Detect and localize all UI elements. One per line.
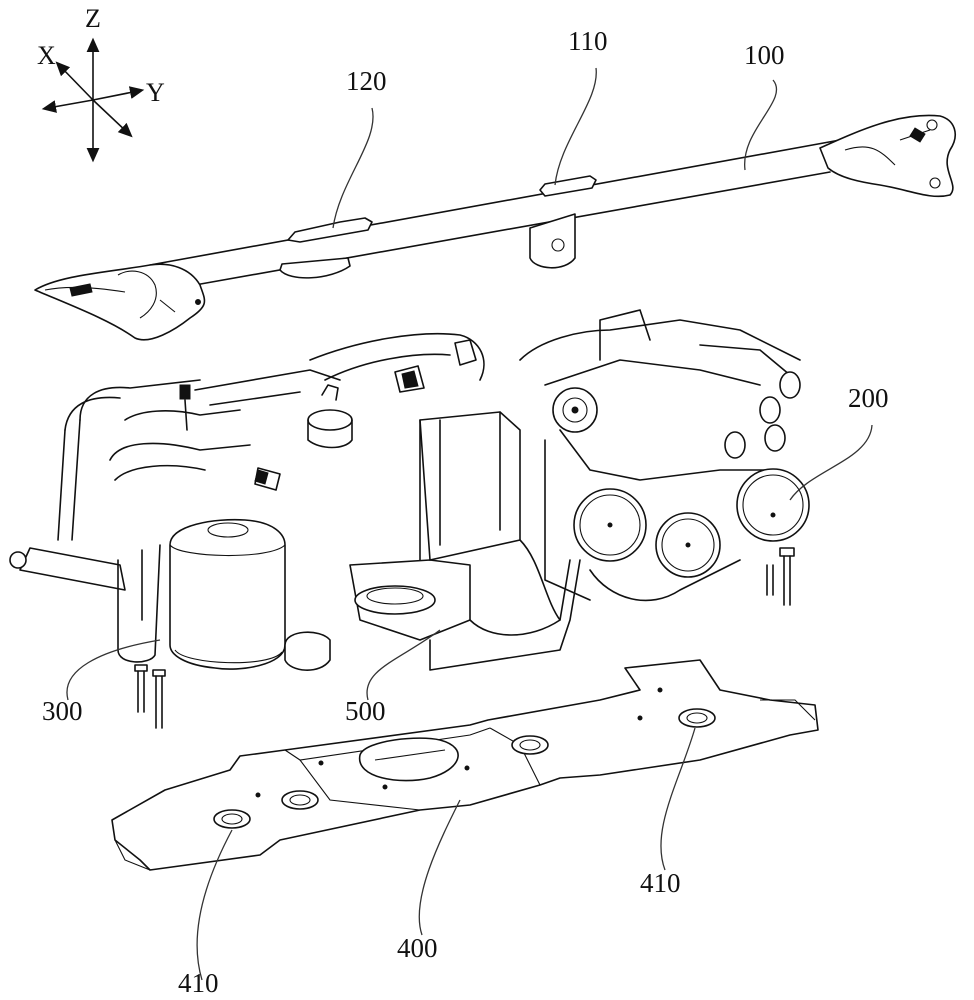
label-200: 200 xyxy=(848,383,889,413)
axis-z-label: Z xyxy=(85,4,101,33)
label-500: 500 xyxy=(345,696,386,726)
coordinate-axes-icon xyxy=(41,37,145,163)
label-120: 120 xyxy=(346,66,387,96)
label-410-left: 410 xyxy=(178,968,219,998)
lower-bracket xyxy=(111,659,819,871)
middle-assembly xyxy=(9,309,810,729)
label-110: 110 xyxy=(568,26,608,56)
label-100: 100 xyxy=(744,40,785,70)
label-300: 300 xyxy=(42,696,83,726)
axis-x-label: X xyxy=(37,41,56,70)
axis-y-label: Y xyxy=(146,78,165,107)
label-400: 400 xyxy=(397,933,438,963)
label-410-right: 410 xyxy=(640,868,681,898)
leader-lines xyxy=(66,67,873,981)
top-cross-beam xyxy=(34,114,956,341)
